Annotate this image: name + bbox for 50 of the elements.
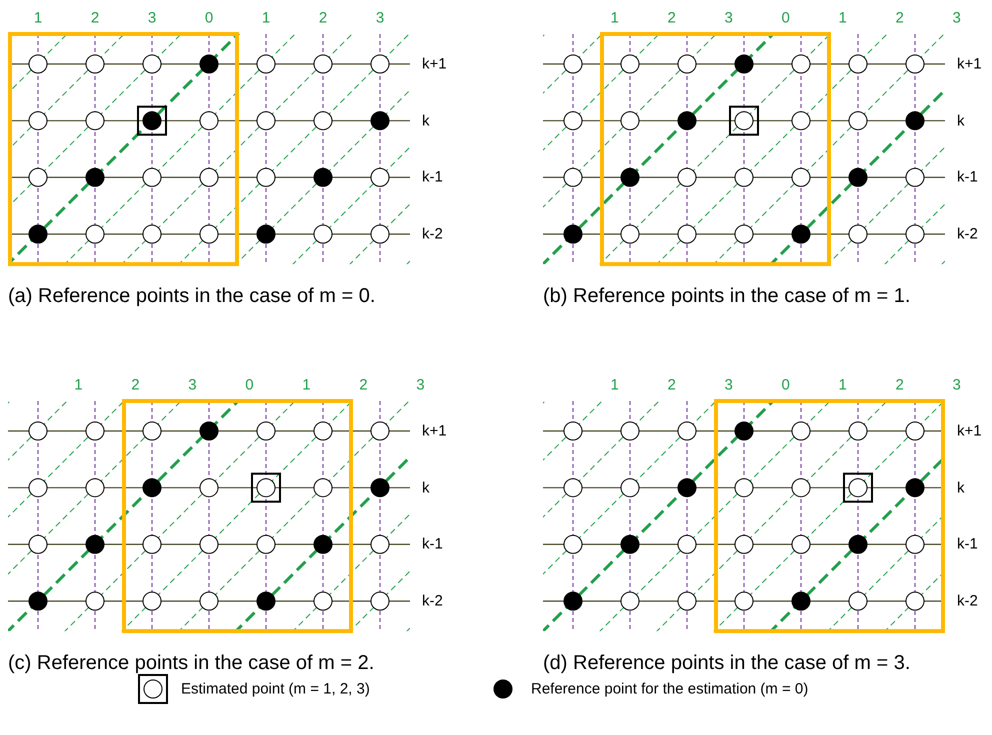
column-number: 0 xyxy=(781,10,790,26)
column-number: 2 xyxy=(667,10,676,26)
column-number: 1 xyxy=(838,10,847,26)
row-label: k-1 xyxy=(957,170,978,185)
column-number: 2 xyxy=(90,10,100,26)
row-label: k xyxy=(422,113,430,128)
column-number: 3 xyxy=(148,10,156,26)
row-label: k+1 xyxy=(422,56,447,72)
column-number: 3 xyxy=(724,378,733,392)
column-number: 2 xyxy=(895,10,904,26)
figure-caption: (c) Reference points in the case of m = 2. xyxy=(8,653,374,673)
column-number: 3 xyxy=(724,10,733,26)
row-label: k-2 xyxy=(957,226,978,242)
column-number: 1 xyxy=(302,378,311,392)
column-number: 1 xyxy=(610,10,619,26)
column-number: 1 xyxy=(838,378,847,392)
column-number: 1 xyxy=(74,378,83,392)
column-number: 2 xyxy=(318,10,328,26)
column-number: 2 xyxy=(895,378,904,392)
column-number: 3 xyxy=(952,378,961,392)
column-number: 1 xyxy=(610,378,619,392)
column-number: 3 xyxy=(952,10,961,26)
column-number: 2 xyxy=(131,378,140,392)
row-label: k+1 xyxy=(957,56,982,72)
column-number: 0 xyxy=(245,378,254,392)
row-label: k+1 xyxy=(422,424,447,438)
row-label: k-2 xyxy=(422,226,443,242)
column-number: 1 xyxy=(262,10,270,26)
figure-caption: (b) Reference points in the case of m = 1. xyxy=(543,286,910,306)
figure-caption: (d) Reference points in the case of m = 3. xyxy=(543,653,910,673)
column-number: 0 xyxy=(204,10,214,26)
row-label: k-1 xyxy=(422,536,443,552)
row-label: k-2 xyxy=(422,594,443,609)
column-number: 3 xyxy=(188,378,197,392)
column-number: 2 xyxy=(359,378,368,392)
column-number: 3 xyxy=(376,10,384,26)
legend-text: Estimated point (m = 1, 2, 3) xyxy=(181,682,370,696)
row-label: k-1 xyxy=(957,536,978,552)
row-label: k xyxy=(957,480,964,496)
row-label: k-1 xyxy=(422,170,443,185)
row-label: k xyxy=(957,113,964,128)
figure-caption: (a) Reference points in the case of m = 0. xyxy=(8,286,376,306)
column-number: 2 xyxy=(667,378,676,392)
row-label: k xyxy=(422,480,430,496)
column-number: 1 xyxy=(34,10,42,26)
row-label: k-2 xyxy=(957,594,978,609)
column-number: 0 xyxy=(781,378,790,392)
row-label: k+1 xyxy=(957,424,982,438)
legend-text: Reference point for the estimation (m = 0) xyxy=(531,682,808,696)
column-number: 3 xyxy=(416,378,425,392)
